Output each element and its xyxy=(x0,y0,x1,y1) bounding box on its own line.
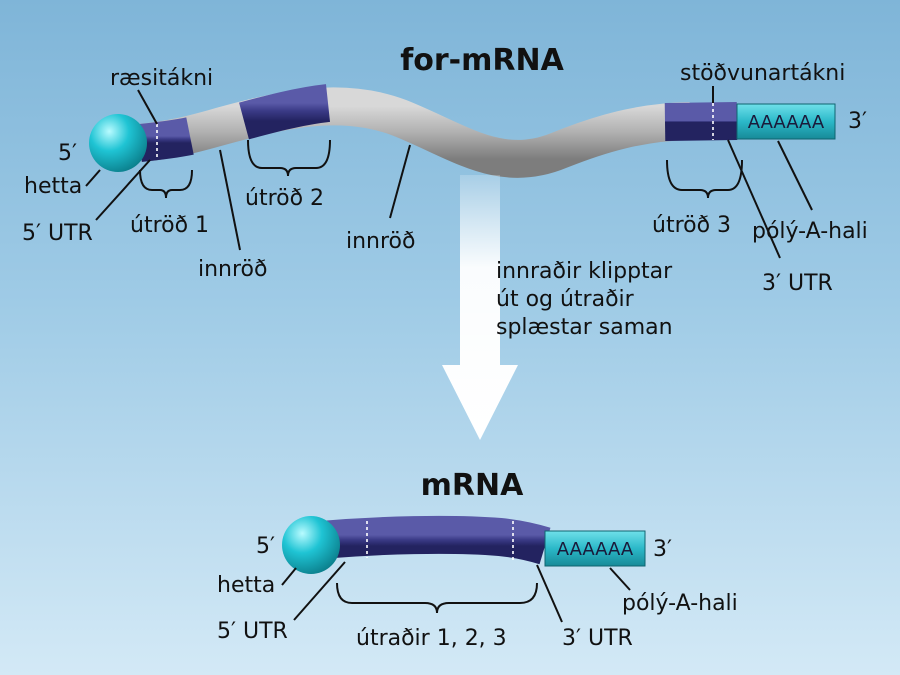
mrna-title: mRNA xyxy=(421,468,524,503)
utr3-leader xyxy=(727,139,781,259)
five-prime-cap xyxy=(89,114,147,172)
intron-a-label: innröð xyxy=(198,257,267,282)
mrna-5prime: 5′ xyxy=(256,534,275,559)
mrna-cap-label: hetta xyxy=(217,573,275,598)
exon-1-segment xyxy=(138,117,194,162)
exon-2-bracket xyxy=(247,139,331,177)
exon-3-label: útröð 3 xyxy=(652,213,731,238)
mrna-poly-a-segment xyxy=(544,530,646,567)
mrna-utr3-label: 3′ UTR xyxy=(562,626,633,651)
mrna-utr5-leader xyxy=(293,561,346,621)
poly-a-sequence: AAAAAA xyxy=(748,112,825,133)
mrna-strand: AAAAAA xyxy=(282,515,646,574)
pre-mrna-5prime: 5′ xyxy=(58,141,77,166)
pre-mrna-strand: AAAAAA xyxy=(89,84,836,178)
exon-3-segment xyxy=(664,102,738,141)
process-line-3: splæstar saman xyxy=(496,315,673,340)
mrna-utr3-leader xyxy=(536,564,563,623)
exon-1-label: útröð 1 xyxy=(130,213,209,238)
start-codon-label: ræsitákni xyxy=(110,66,213,91)
start-codon-leader xyxy=(137,89,158,125)
intron-b-leader xyxy=(389,144,411,219)
exon-3-bracket xyxy=(666,159,743,199)
cap-label: hetta xyxy=(24,174,82,199)
cap-leader xyxy=(85,169,101,187)
process-line-2: út og útraðir xyxy=(496,287,635,312)
intron-strand xyxy=(137,87,691,178)
utr5-label: 5′ UTR xyxy=(22,221,93,246)
mrna-exon-strand xyxy=(318,515,551,565)
poly-a-leader xyxy=(777,140,813,211)
intron-b-label: innröð xyxy=(346,229,415,254)
exon-2-segment xyxy=(239,84,331,140)
mrna-utr5-label: 5′ UTR xyxy=(217,619,288,644)
mrna-poly-a-leader xyxy=(609,567,631,591)
exon-1-bracket xyxy=(139,169,193,199)
pre-mrna-title: for-mRNA xyxy=(400,43,564,78)
intron-a-leader xyxy=(219,149,241,251)
mrna-poly-a-label: pólý-A-hali xyxy=(622,591,738,616)
stop-codon-label: stöðvunartákni xyxy=(680,61,845,86)
mrna-3prime: 3′ xyxy=(653,537,672,562)
mrna-exons-bracket xyxy=(336,582,538,614)
mrna-five-prime-cap xyxy=(282,516,340,574)
mrna-exons-label: útraðir 1, 2, 3 xyxy=(356,626,507,651)
mrna-cap-leader xyxy=(281,567,297,586)
utr3-label: 3′ UTR xyxy=(762,271,833,296)
mrna-poly-a-sequence: AAAAAA xyxy=(557,539,634,560)
pre-mrna-3prime: 3′ xyxy=(848,109,867,134)
processing-arrow xyxy=(442,175,518,440)
exon-2-label: útröð 2 xyxy=(245,186,324,211)
poly-a-tail-segment xyxy=(736,103,836,140)
process-line-1: innraðir klipptar xyxy=(496,259,673,284)
